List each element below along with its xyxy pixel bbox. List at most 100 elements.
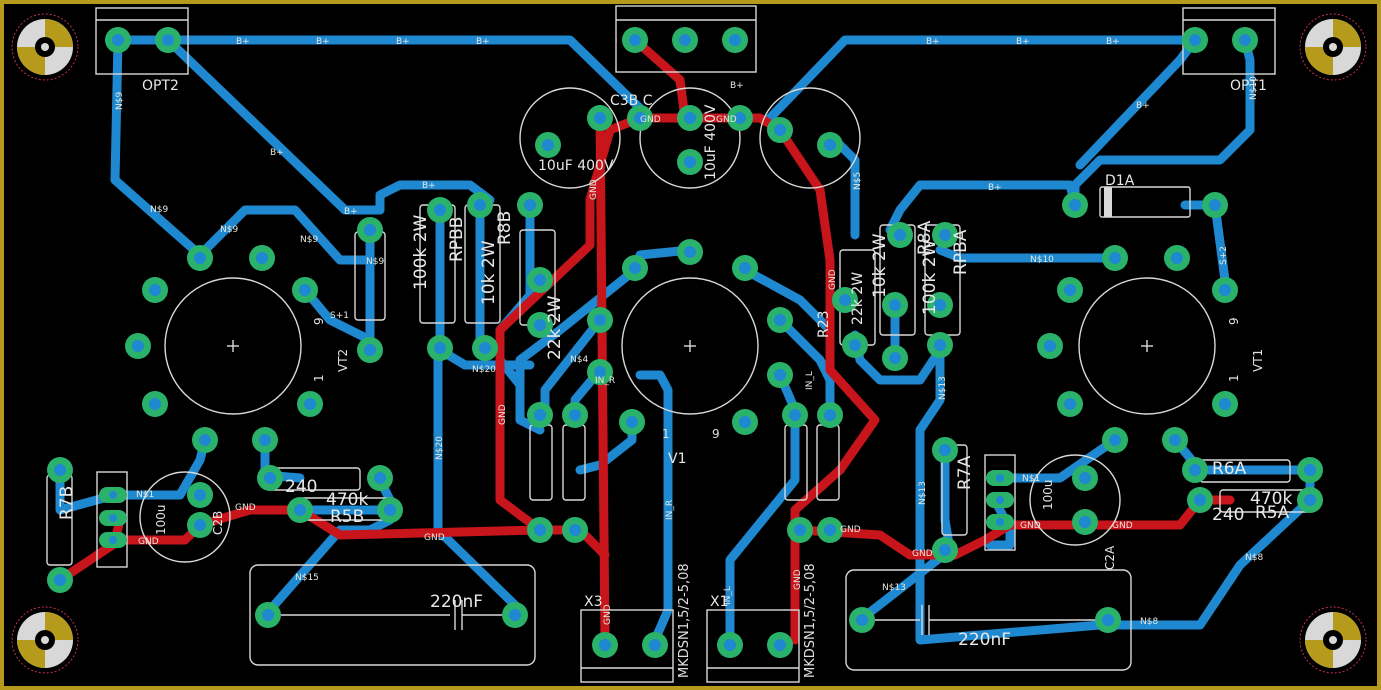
net-in-l: IN_L [805, 371, 815, 390]
label-vt2: VT2 [336, 349, 350, 372]
pad-drill [996, 496, 1004, 504]
pad-drill [434, 204, 446, 216]
label-r6a: R6A [1212, 459, 1247, 479]
net-gnd: GND [840, 525, 861, 535]
pad-drill [109, 491, 117, 499]
pad-drill [262, 609, 274, 621]
pad-drill [724, 639, 736, 651]
net-in-r: IN_R [665, 500, 675, 520]
label-240-right: 240 [1212, 505, 1244, 525]
label-c2b: C2B [211, 511, 225, 535]
pad-drill [199, 434, 211, 446]
net-n8: N$8 [1245, 553, 1263, 563]
label-22k-2w-left: 22k 2W [545, 295, 565, 360]
pad-drill [629, 262, 641, 274]
pad-drill [1189, 34, 1201, 46]
pad-drill [774, 639, 786, 651]
net-bplus: B+ [344, 207, 358, 217]
pad-drill [739, 262, 751, 274]
label-mkdsn-left: MKDSN1,5/2-5,08 [677, 563, 692, 678]
label-r8a: R8A [915, 220, 935, 255]
label-10uf-left: 10uF 400V [538, 158, 614, 174]
label-x1: X1 [710, 594, 729, 610]
net-gnd: GND [603, 604, 613, 625]
label-100k-2w-right: 100k 2W [920, 239, 940, 315]
label-rpba: RPBA [951, 229, 971, 275]
pad-drill [194, 519, 206, 531]
net-n10: N$10 [1030, 255, 1054, 265]
net-gnd: GND [498, 404, 508, 425]
label-r5a: R5A [1255, 503, 1290, 523]
net-n1: N$1 [1022, 474, 1040, 484]
net-n20: N$20 [472, 365, 496, 375]
net-gnd: GND [828, 269, 838, 290]
label-220nf-left: 220nF [430, 592, 483, 612]
pad-drill [889, 299, 901, 311]
pad-drill [839, 294, 851, 306]
pad-drill [599, 639, 611, 651]
net-n8: N$8 [1140, 617, 1158, 627]
net-bplus: B+ [396, 37, 410, 47]
label-10uf-mid: 10uF 400V [703, 104, 719, 180]
pad-drill [304, 398, 316, 410]
label-mkdsn-right: MKDSN1,5/2-5,08 [803, 563, 818, 678]
net-in-r: IN_R [595, 376, 615, 386]
pad-drill [162, 34, 174, 46]
pad-drill [299, 284, 311, 296]
label-100k-2w-left: 100k 2W [411, 214, 431, 290]
label-c2b-val: 100u [154, 504, 168, 535]
pad-drill [569, 409, 581, 421]
mounting-hole-tl [11, 13, 79, 81]
pad-drill [1304, 464, 1316, 476]
pad-drill [542, 139, 554, 151]
net-n15: N$15 [295, 573, 319, 583]
net-n5: N$5 [853, 172, 863, 190]
net-bplus: B+ [270, 148, 284, 158]
v1-pin-1: 1 [662, 427, 670, 441]
net-bplus: B+ [316, 37, 330, 47]
net-gnd: GND [138, 537, 159, 547]
label-r23: R23 [816, 310, 832, 338]
net-gnd: GND [793, 569, 803, 590]
pad-drill [149, 284, 161, 296]
pad-drill [626, 416, 638, 428]
label-r5b: R5B [330, 507, 364, 527]
net-n9: N$9 [366, 257, 384, 267]
pad-drill [1109, 434, 1121, 446]
pad-drill [1064, 398, 1076, 410]
label-r7b: R7B [57, 486, 77, 520]
pad-drill [256, 252, 268, 264]
pad-drill [1171, 252, 1183, 264]
net-bplus: B+ [926, 37, 940, 47]
pad-drill [194, 252, 206, 264]
net-n9: N$9 [300, 235, 318, 245]
net-n13: N$13 [938, 376, 948, 400]
pad-drill [474, 199, 486, 211]
pad-drill [739, 416, 751, 428]
pad-drill [684, 246, 696, 258]
net-bplus: B+ [236, 37, 250, 47]
pad-drill [54, 464, 66, 476]
net-bplus: B+ [1136, 101, 1150, 111]
pad-drill [479, 342, 491, 354]
label-240-left: 240 [285, 477, 317, 497]
label-470k-left: 470k [326, 490, 368, 510]
pad-drill [1239, 34, 1251, 46]
vt1-pin-9: 9 [1227, 317, 1241, 325]
pad-drill [824, 524, 836, 536]
pad-drill [294, 504, 306, 516]
pad-drill [939, 444, 951, 456]
pad-drill [1194, 494, 1206, 506]
pad-drill [1304, 494, 1316, 506]
label-c2a: C2A [1103, 545, 1117, 570]
pad-drill [1169, 434, 1181, 446]
silk-text: OPT2 OPT1 C3B C 10uF 400V 10uF 400V 100k… [57, 78, 1292, 678]
pad-drill [774, 124, 786, 136]
pad-drill [374, 472, 386, 484]
pad-drill [939, 229, 951, 241]
pad-drill [679, 34, 691, 46]
pads [47, 27, 1323, 658]
pad-drill [149, 398, 161, 410]
pad-drill [934, 299, 946, 311]
